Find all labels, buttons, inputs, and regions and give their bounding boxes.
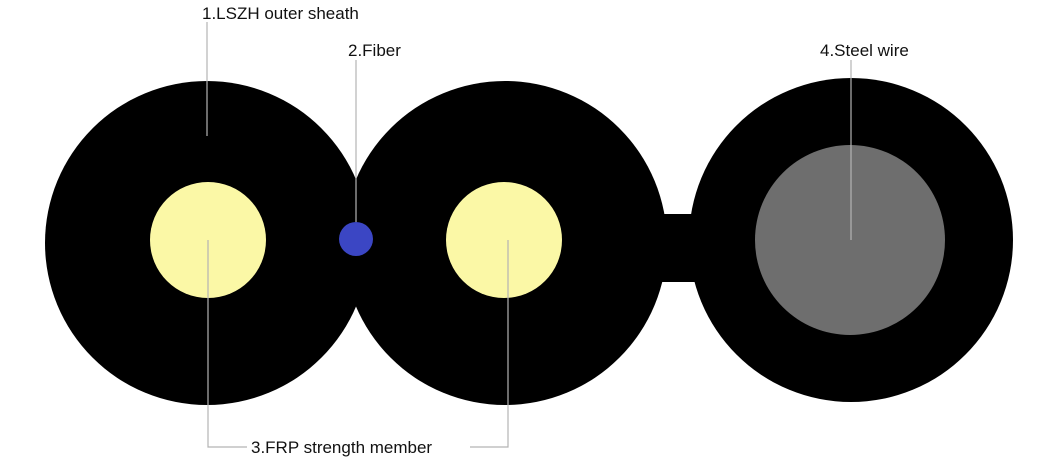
frp-strength-member-right xyxy=(446,182,562,298)
optical-fiber xyxy=(339,222,373,256)
steel-wire xyxy=(755,145,945,335)
label-steel-wire: 4.Steel wire xyxy=(820,41,909,60)
leader-lines xyxy=(206,22,852,448)
label-outer-sheath: 1.LSZH outer sheath xyxy=(202,4,359,23)
label-strength-member: 3.FRP strength member xyxy=(251,438,432,457)
label-fiber: 2.Fiber xyxy=(348,41,401,60)
leader-line-frp-right xyxy=(470,240,509,448)
leader-line-frp-left xyxy=(207,240,247,448)
